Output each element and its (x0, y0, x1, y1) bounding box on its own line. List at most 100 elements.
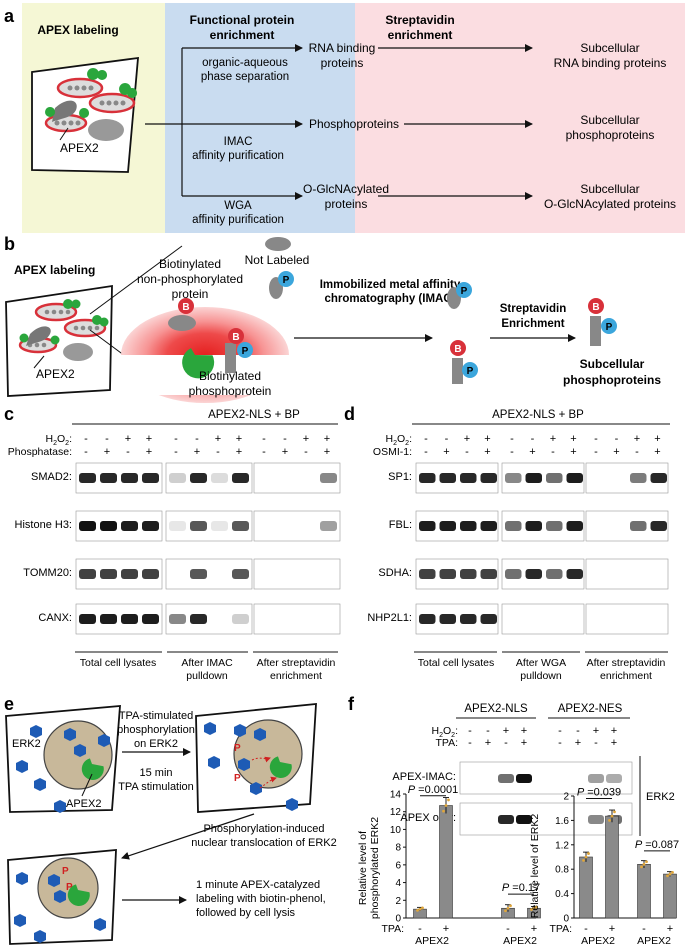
y-tick-label: 12 (390, 807, 402, 818)
blot-band (480, 473, 497, 483)
cell-diagram-b: APEX2 (5, 284, 113, 397)
y-tick-label: 0 (563, 914, 569, 925)
y-tick-label: 14 (390, 790, 402, 801)
blot-band (100, 614, 117, 624)
condition-sign: - (424, 446, 428, 458)
phosphate-icon (601, 318, 617, 334)
nonphospho-protein (168, 315, 196, 331)
result3-line1: O-GlcNAcylated (303, 182, 389, 196)
apex-labeling-title-b: APEX labeling (14, 263, 95, 277)
imac-line1: Immobilized metal affinity (320, 279, 461, 291)
blot-label: TOMM20: (23, 567, 72, 579)
blot-band (650, 473, 667, 483)
condition-sign: + (146, 446, 152, 458)
biotin-icon (228, 328, 244, 344)
apex2-icon (269, 756, 292, 778)
translocation-arrow (259, 776, 277, 789)
tpa-line3: on ERK2 (134, 738, 178, 750)
d-osmi-label: OSMI-1: (373, 446, 412, 458)
f-condition-signs: ---++-++---++-++ (468, 725, 617, 749)
blot-band (190, 569, 207, 579)
blot-label: FBL: (389, 519, 412, 531)
panel-letter-f: f (348, 694, 355, 714)
phosphate-icon (237, 342, 253, 358)
phosphate-p: P (467, 366, 474, 377)
blot-band (121, 473, 138, 483)
condition-sign: + (324, 446, 330, 458)
method2-line1: IMAC (224, 136, 253, 148)
blot-band (121, 614, 138, 624)
condition-sign: - (84, 446, 88, 458)
blot-band (100, 569, 117, 579)
final1-line1: Subcellular (580, 41, 639, 55)
blot-band (606, 774, 622, 783)
erk2-hexagons-1 (16, 725, 110, 813)
panel-a-bg-blue (165, 3, 355, 233)
method1-line2: phase separation (201, 71, 289, 83)
condition-sign: - (551, 446, 555, 458)
phosphate-p: P (242, 346, 249, 357)
blot-band (439, 473, 456, 483)
blot-band (525, 521, 542, 531)
blot-band (169, 614, 186, 624)
tpa-line2: phosphorylation (117, 724, 195, 736)
condition-sign: + (484, 446, 490, 458)
data-point (584, 855, 588, 859)
bar (579, 856, 593, 919)
phospho-p: P (234, 773, 241, 784)
biotin-icon (588, 298, 604, 314)
blot-label: Histone H3: (15, 519, 72, 531)
phospho-p: P (66, 882, 73, 893)
h2o2-sign: - (283, 433, 287, 445)
h2o2-sign: - (510, 433, 514, 445)
result2: Phosphoproteins (309, 117, 399, 131)
blot-frame (459, 761, 633, 795)
final2-line1: Subcellular (580, 113, 639, 127)
result3-line2: proteins (325, 197, 368, 211)
panel-a-bg-pink (355, 3, 685, 233)
chart1-ylabel-2: phosphorylated ERK2 (369, 817, 381, 919)
h2o2-sign: + (550, 433, 556, 445)
blot-band (211, 521, 228, 531)
h2o2-sign: + (634, 433, 640, 445)
panel-a: a APEX labeling Functional protein enric… (4, 3, 685, 233)
nuc-line2: nuclear translocation of ERK2 (191, 837, 337, 849)
h2o2-sign: + (521, 725, 527, 737)
tpa-tick: - (642, 923, 646, 935)
panel-b: b APEX labeling APEX2 (4, 234, 661, 403)
c-h2o2-label: H2O2: (46, 433, 73, 447)
tpa-sign: - (504, 737, 508, 749)
apex2-label-e: APEX2 (66, 798, 101, 810)
blot-band (546, 473, 563, 483)
blot-band (419, 569, 436, 579)
condition-sign: - (262, 446, 266, 458)
panel-e: e ERK2 APEX2 TPA-stimulated phosphorylat… (4, 694, 337, 945)
strep-line1: Streptavidin (500, 303, 566, 315)
label-line2: labeling with biotin-phenol, (196, 893, 326, 905)
condition-sign: + (654, 446, 660, 458)
tpa-sign: - (558, 737, 562, 749)
data-point (642, 862, 646, 866)
tpa-sign: + (611, 737, 617, 749)
data-point (608, 819, 611, 822)
bnp-line3: protein (172, 287, 209, 301)
c-blot-images (75, 462, 341, 635)
blot-band (439, 569, 456, 579)
h2o2-sign: + (236, 433, 242, 445)
panel-letter-d: d (344, 404, 355, 424)
functional-title-1: Functional protein (190, 13, 295, 27)
h2o2-sign: - (105, 433, 109, 445)
data-point (418, 907, 422, 911)
data-point (530, 908, 533, 911)
d-h2o2-label: H2O2: (386, 433, 413, 447)
blot-label: SDHA: (378, 567, 412, 579)
chart-phospho-erk2: Relative level of phosphorylated ERK2 02… (357, 784, 541, 935)
blot-band (121, 569, 138, 579)
data-point (535, 905, 538, 909)
y-tick-label: 8 (395, 843, 401, 854)
y-tick-label: 6 (395, 860, 401, 871)
final3-line1: Subcellular (580, 182, 639, 196)
blot-band (142, 521, 159, 531)
phosphate-icon (456, 282, 472, 298)
apex2-enzyme-icon (182, 348, 215, 379)
